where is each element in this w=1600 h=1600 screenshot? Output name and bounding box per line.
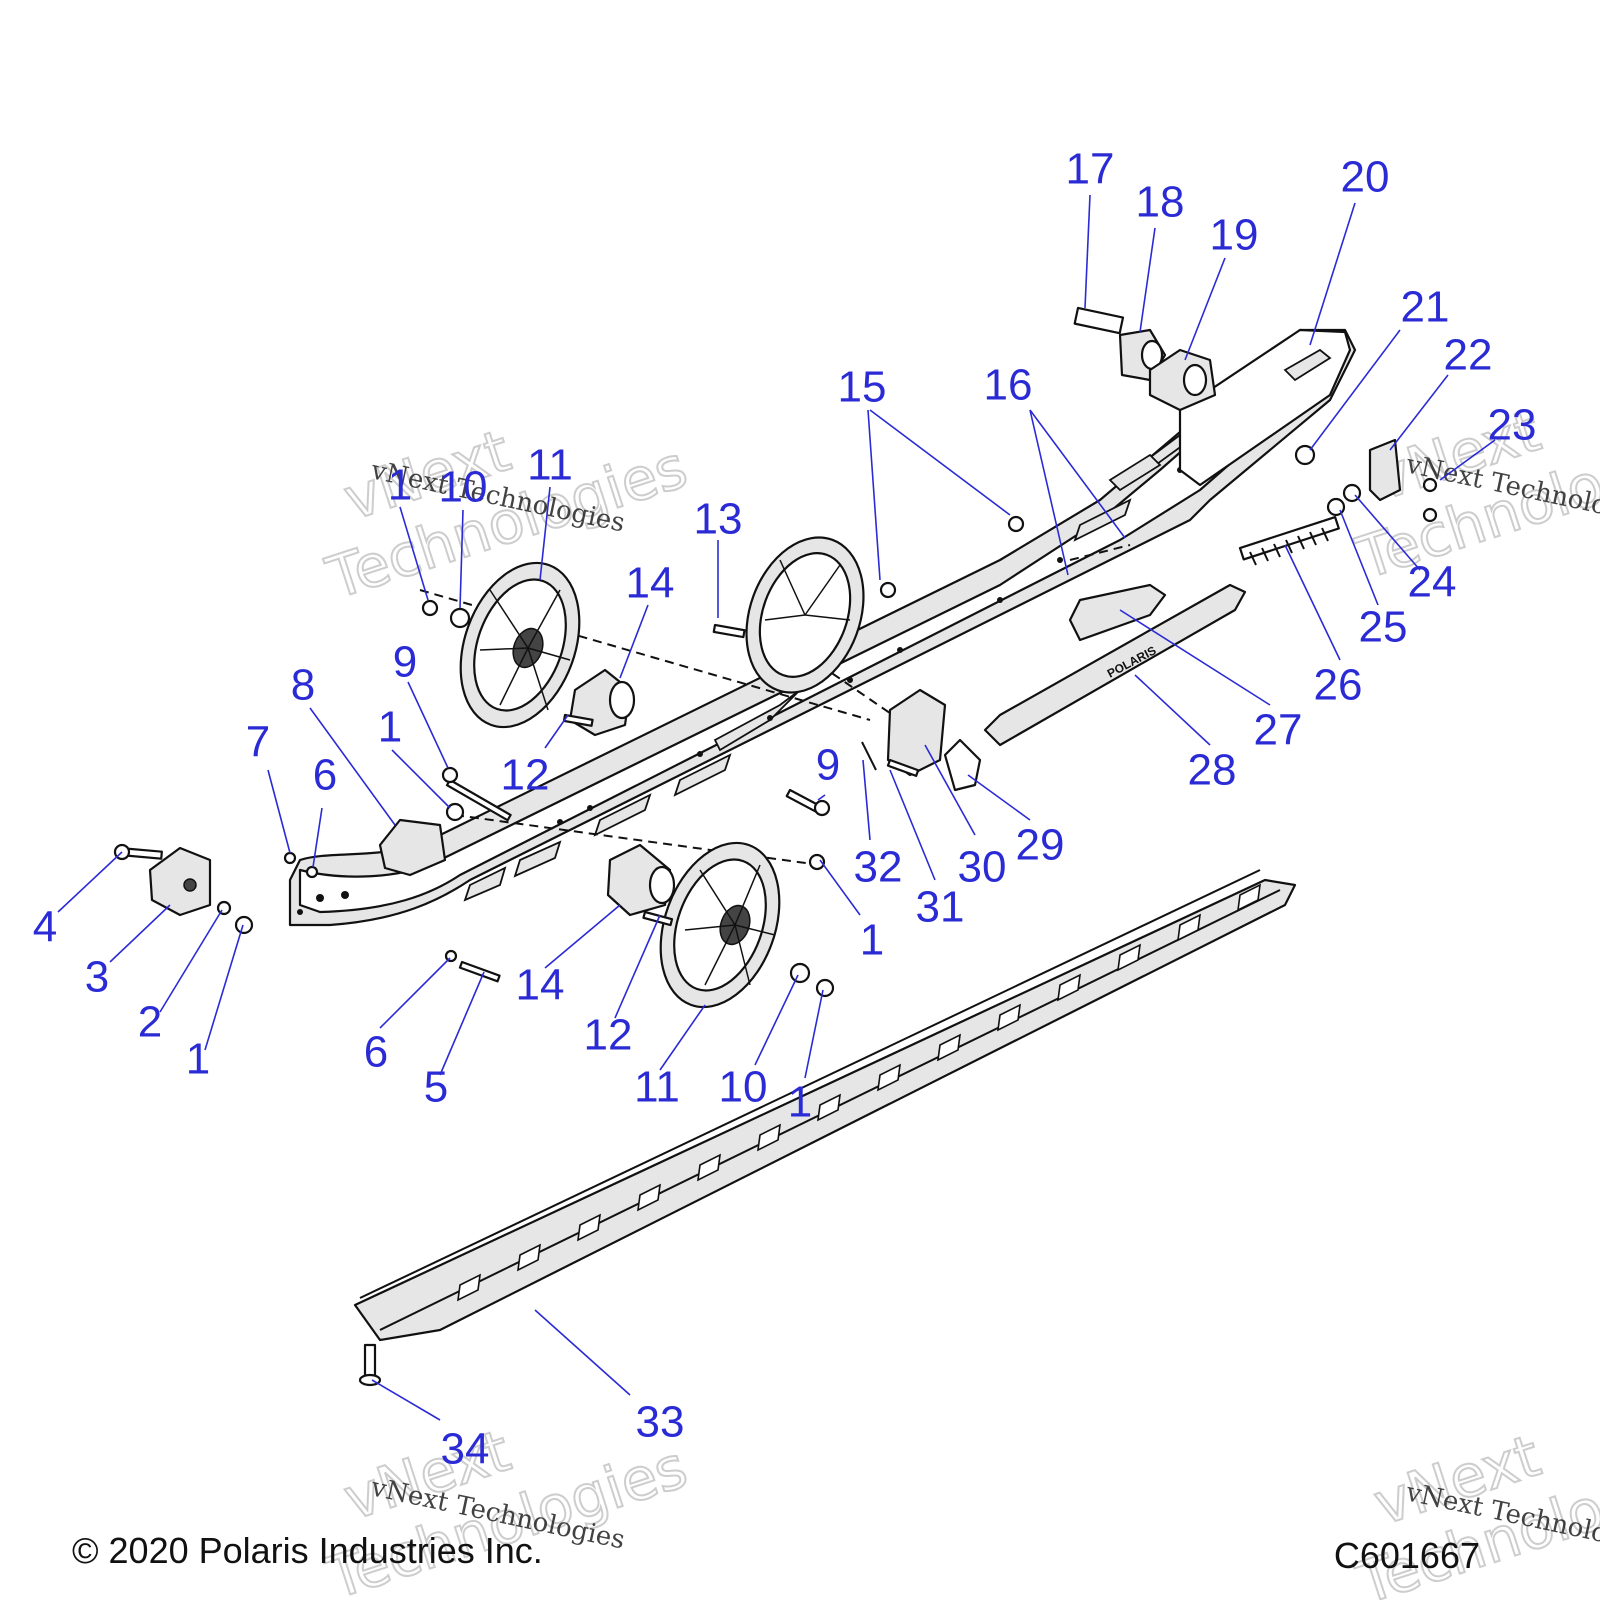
- callout-6-lower: 6: [364, 1028, 388, 1077]
- callout-9-right: 9: [816, 741, 840, 790]
- callout-1-right: 1: [860, 916, 884, 965]
- callout-19: 19: [1210, 211, 1259, 260]
- callout-12-upper: 12: [501, 751, 550, 800]
- callout-leader-lines: [57, 194, 1496, 1421]
- callout-9-left: 9: [393, 638, 417, 687]
- callout-21: 21: [1401, 283, 1450, 332]
- callout-34: 34: [441, 1425, 490, 1474]
- pin-29: [943, 738, 982, 792]
- callout-22: 22: [1444, 331, 1493, 380]
- callout-17: 17: [1066, 145, 1115, 194]
- figure-id: C601667: [1333, 1535, 1480, 1576]
- callout-3: 3: [85, 953, 109, 1002]
- callout-10-upper: 10: [439, 463, 488, 512]
- stud-34: [363, 1343, 377, 1379]
- callout-30: 30: [958, 843, 1007, 892]
- copyright-notice: © 2020 Polaris Industries Inc.: [72, 1530, 543, 1571]
- callout-11-upper: 11: [527, 441, 573, 490]
- callout-23: 23: [1488, 401, 1537, 450]
- callout-28: 28: [1188, 746, 1237, 795]
- bracket-22: [1368, 438, 1402, 502]
- nose-block: [148, 846, 212, 917]
- callout-26: 26: [1314, 661, 1363, 710]
- callout-31: 31: [916, 883, 965, 932]
- callout-11-lower: 11: [634, 1063, 680, 1112]
- callout-labels: 17 18 19 20 21 22 23 24 25 26 27 28 29 3…: [33, 145, 1537, 1474]
- side-guard-28: [983, 583, 1247, 747]
- slide-pad-27: [1068, 583, 1167, 642]
- callout-25: 25: [1359, 603, 1408, 652]
- callout-6-upper: 6: [313, 751, 337, 800]
- callout-1-lower-left: 1: [186, 1035, 210, 1084]
- idler-wheel-lower: [659, 841, 781, 1009]
- bolt-17: [1073, 306, 1125, 335]
- callout-5: 5: [424, 1063, 448, 1112]
- callout-2: 2: [138, 998, 162, 1047]
- callout-18: 18: [1136, 178, 1185, 227]
- callout-20: 20: [1341, 153, 1390, 202]
- bumper-block: [378, 818, 447, 877]
- callout-32: 32: [854, 843, 903, 892]
- callout-4: 4: [33, 903, 57, 952]
- callout-12-lower: 12: [584, 1011, 633, 1060]
- callout-14-upper: 14: [626, 559, 675, 608]
- callout-27: 27: [1254, 706, 1303, 755]
- callout-15: 15: [838, 363, 887, 412]
- callout-14-lower: 14: [516, 961, 565, 1010]
- callout-24: 24: [1408, 558, 1457, 607]
- callout-29: 29: [1016, 821, 1065, 870]
- callout-8: 8: [291, 661, 315, 710]
- callout-33: 33: [636, 1398, 685, 1447]
- callout-7: 7: [246, 718, 270, 767]
- idler-wheel-upper-left: [459, 561, 581, 729]
- ski-keel-33: [353, 869, 1297, 1387]
- spring-26: [1238, 515, 1340, 566]
- callout-13: 13: [694, 495, 743, 544]
- callout-10-lower: 10: [719, 1063, 768, 1112]
- callout-1-lower-right: 1: [788, 1078, 812, 1127]
- idler-wheel-upper-right: [745, 536, 865, 694]
- callout-1-mid: 1: [378, 703, 402, 752]
- hardware-parts: POLARIS: [113, 306, 1438, 998]
- callout-1-upper: 1: [388, 461, 412, 510]
- callout-16: 16: [984, 361, 1033, 410]
